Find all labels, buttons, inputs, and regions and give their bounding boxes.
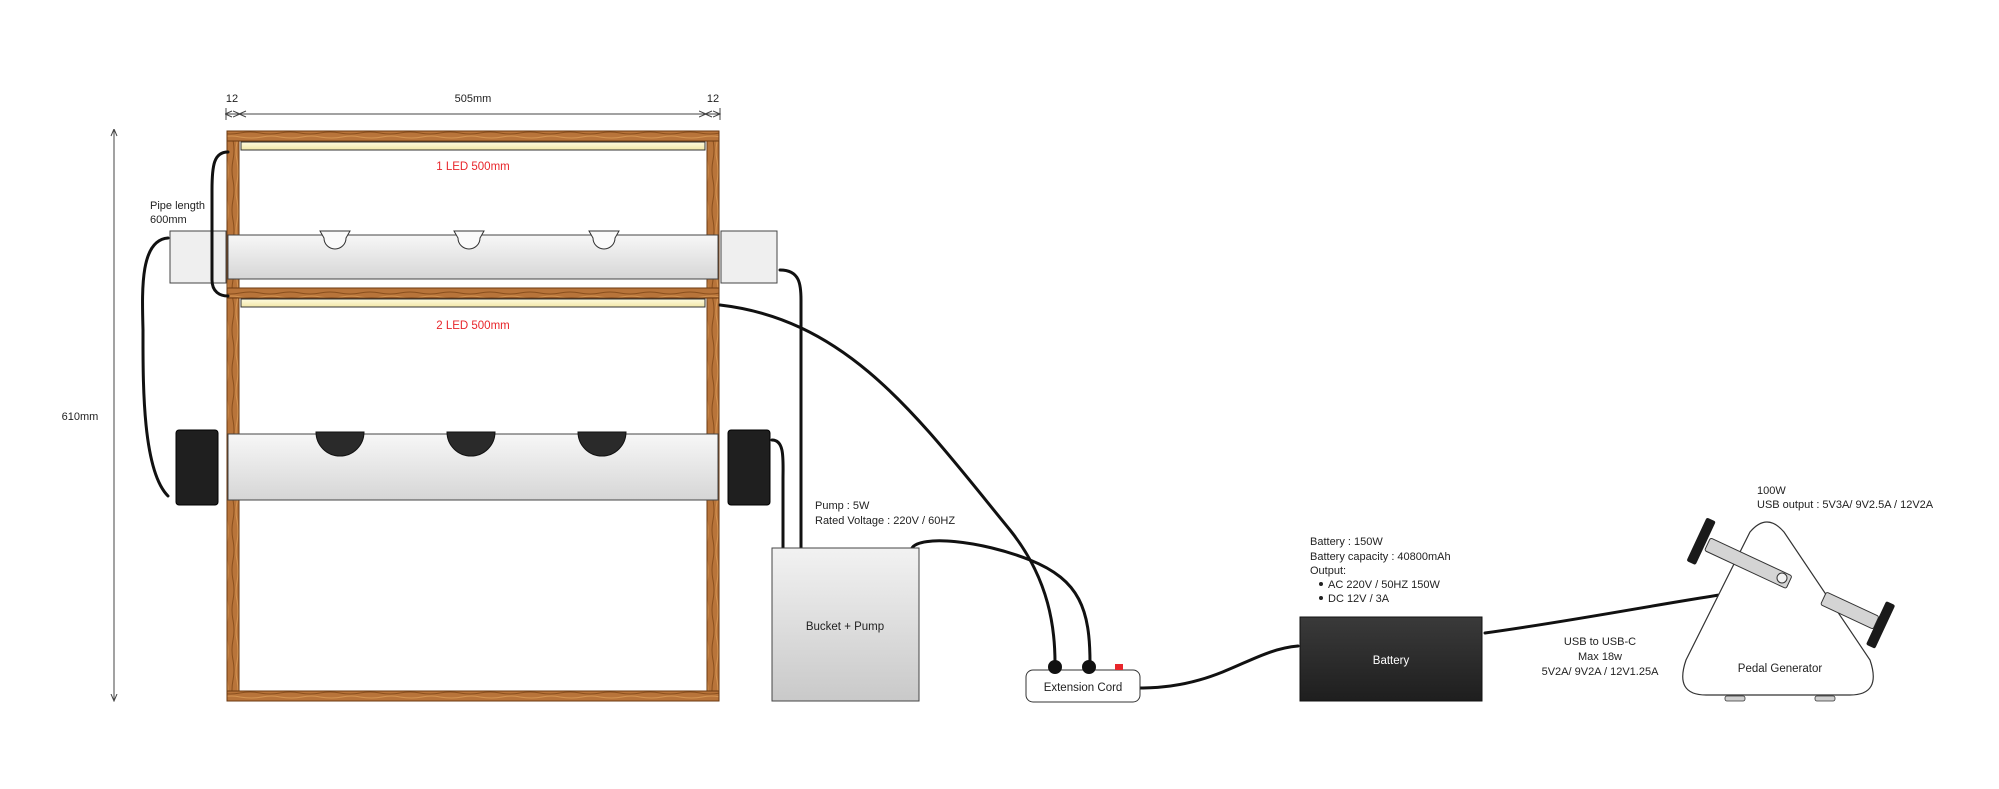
power-switch-indicator bbox=[1115, 664, 1123, 670]
extension-cord-label: Extension Cord bbox=[1044, 682, 1123, 694]
left-margin-label: 12 bbox=[226, 93, 238, 105]
frame-top-rail bbox=[226, 130, 720, 142]
lower-net-pot-2 bbox=[446, 431, 496, 457]
lower-net-pot-3 bbox=[577, 431, 627, 457]
battery-output-2: DC 12V / 3A bbox=[1328, 593, 1390, 605]
height-label: 610mm bbox=[62, 411, 99, 423]
generator-line2: USB output : 5V3A/ 9V2.5A / 12V2A bbox=[1757, 499, 1934, 511]
generator-line1: 100W bbox=[1757, 485, 1786, 497]
battery-spec-line1: Battery : 150W bbox=[1310, 536, 1383, 548]
generator-foot-left bbox=[1724, 695, 1746, 702]
crank-hub bbox=[1776, 572, 1788, 584]
battery-specs: Battery : 150W Battery capacity : 40800m… bbox=[1310, 536, 1451, 605]
led-1-label: 1 LED 500mm bbox=[436, 161, 510, 173]
height-dimension: 610mm bbox=[62, 130, 114, 701]
usb-line3: 5V2A/ 9V2A / 12V1.25A bbox=[1542, 666, 1659, 678]
lower-pipe-left-cap bbox=[175, 429, 219, 506]
frame-middle-rail bbox=[226, 287, 720, 299]
inner-width-label: 505mm bbox=[455, 93, 492, 105]
pump-spec-line1: Pump : 5W bbox=[815, 500, 870, 512]
right-margin-label: 12 bbox=[707, 93, 719, 105]
frame-right-post bbox=[706, 130, 720, 702]
pedal-right bbox=[1866, 601, 1895, 649]
upper-net-pot-1 bbox=[319, 230, 351, 250]
generator-specs: 100W USB output : 5V3A/ 9V2.5A / 12V2A bbox=[1757, 485, 1934, 511]
upper-net-pot-3 bbox=[588, 230, 620, 250]
pedal-generator: Pedal Generator bbox=[1682, 518, 1895, 702]
pedal-left bbox=[1687, 518, 1716, 565]
battery-label: Battery bbox=[1373, 655, 1410, 667]
upper-pipe-left-cap bbox=[169, 230, 227, 284]
battery-spec-line2: Battery capacity : 40800mAh bbox=[1310, 551, 1451, 563]
power-wires bbox=[718, 303, 1742, 690]
wooden-frame bbox=[226, 130, 720, 702]
frame-bottom-rail bbox=[226, 690, 720, 702]
lower-pipe bbox=[175, 429, 771, 506]
plug-1 bbox=[1048, 660, 1062, 674]
upper-net-pot-2 bbox=[453, 230, 485, 250]
bucket-pump: Bucket + Pump bbox=[771, 547, 920, 702]
pedal-generator-label: Pedal Generator bbox=[1738, 663, 1823, 675]
bucket-pump-label: Bucket + Pump bbox=[806, 621, 884, 633]
led-strip-2 bbox=[240, 298, 706, 308]
usb-specs: USB to USB-C Max 18w 5V2A/ 9V2A / 12V1.2… bbox=[1542, 636, 1659, 678]
water-tubing bbox=[141, 150, 803, 550]
lower-pipe-right-cap bbox=[727, 429, 771, 506]
upper-pipe bbox=[169, 230, 778, 284]
generator-foot-right bbox=[1814, 695, 1836, 702]
led-strip-1 bbox=[240, 141, 706, 151]
usb-line2: Max 18w bbox=[1578, 651, 1622, 663]
extension-cord: Extension Cord bbox=[1025, 660, 1141, 703]
plug-2 bbox=[1082, 660, 1096, 674]
pump-spec-line2: Rated Voltage : 220V / 60HZ bbox=[815, 515, 955, 527]
pipe-length-label-1: Pipe length bbox=[150, 200, 205, 212]
battery: Battery bbox=[1299, 616, 1483, 702]
led-2-label: 2 LED 500mm bbox=[436, 320, 510, 332]
width-dimension: 12 505mm 12 bbox=[226, 93, 720, 120]
lower-net-pot-1 bbox=[315, 431, 365, 457]
pipe-length-label-2: 600mm bbox=[150, 214, 187, 226]
battery-spec-line3: Output: bbox=[1310, 565, 1346, 577]
usb-line1: USB to USB-C bbox=[1564, 636, 1636, 648]
upper-pipe-right-cap bbox=[720, 230, 778, 284]
battery-output-1: AC 220V / 50HZ 150W bbox=[1328, 579, 1441, 591]
frame-left-post bbox=[226, 130, 240, 702]
